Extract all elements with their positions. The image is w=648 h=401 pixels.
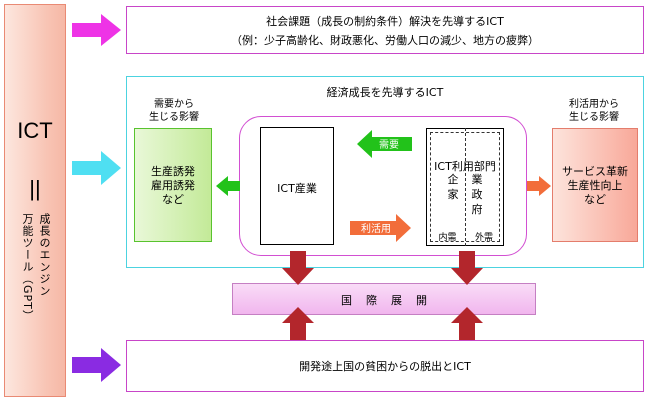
developing-countries-text: 開発途上国の貧困からの脱出とICT — [299, 360, 471, 373]
domestic-demand-label: 内需 — [438, 233, 457, 243]
arrow-to-utilization-effects — [527, 176, 551, 196]
arrow-bottom-up-right — [451, 307, 483, 340]
demand-arrow — [357, 130, 412, 158]
arrow-ict-industry-down — [282, 251, 314, 285]
ict-user-divider — [465, 128, 466, 246]
ict-title: ICT — [17, 118, 53, 143]
arrow-bottom-up-left — [282, 307, 314, 340]
arrow-ict-user-down — [451, 251, 483, 285]
arrow-to-developing-countries — [72, 348, 121, 382]
ict-user-firm-label: 企家 — [447, 173, 459, 201]
demand-arrow-label: 需要 — [379, 139, 399, 151]
ict-equals-sign: || — [29, 176, 41, 201]
international-expansion-label: 国際展開 — [341, 294, 441, 307]
developing-countries-box — [126, 340, 644, 392]
social-issues-examples: （例：少子高齢化、財政悪化、労働人口の減少、地方の疲弊） — [231, 34, 539, 47]
arrow-to-demand-effects — [216, 176, 240, 196]
utilization-arrow — [350, 214, 411, 242]
social-issues-box — [126, 6, 644, 54]
ict-user-government-label: 業政府 — [471, 173, 483, 216]
arrow-to-social-issues — [72, 14, 121, 46]
arrow-to-economic-growth — [72, 151, 121, 185]
economic-growth-title: 経済成長を先導するICT — [326, 86, 444, 99]
demand-effects-text: 生産誘発 雇用誘発 など — [151, 165, 195, 206]
utilization-effects-text: サービス革新 生産性向上 など — [562, 165, 628, 206]
international-expansion-box — [232, 283, 536, 315]
growth-engine-label: 成長のエンジン — [38, 213, 51, 297]
utilization-impact-label: 利活用から 生じる影響 — [569, 99, 619, 123]
ict-industry-label: ICT産業 — [277, 182, 317, 195]
external-demand-label: 外需 — [474, 233, 493, 243]
utilization-arrow-label: 利活用 — [361, 223, 391, 235]
gpt-label: 万能ツール（GPT） — [21, 213, 34, 322]
ict-user-sector-title: ICT利用部門 — [434, 160, 496, 173]
utilization-effects-box — [552, 128, 638, 242]
ict-column — [4, 4, 66, 397]
demand-effects-box — [134, 128, 212, 242]
ict-industry-box — [260, 127, 334, 245]
demand-impact-label: 需要から 生じる影響 — [149, 99, 199, 123]
social-issues-title: 社会課題（成長の制約条件）解決を先導するICT — [266, 15, 504, 28]
